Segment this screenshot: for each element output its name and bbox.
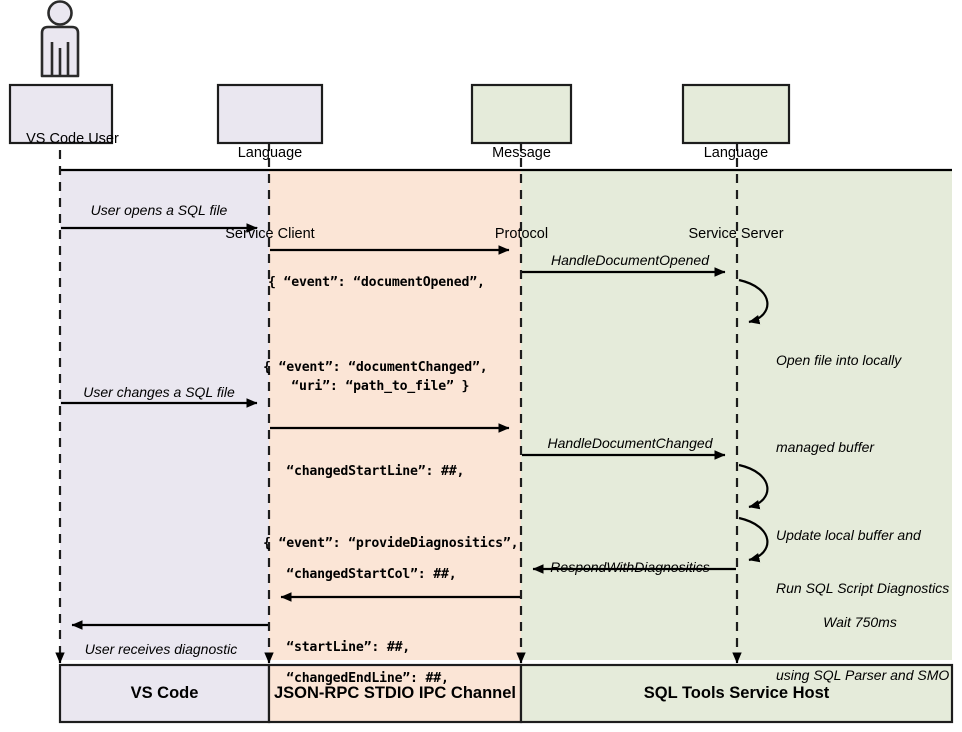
payload-document-opened-line-1: “uri”: “path_to_file” } bbox=[268, 378, 470, 394]
msg-label-user-changes-sql-file: User changes a SQL file bbox=[83, 384, 235, 400]
note-run-sql-diagnostics: Run SQL Script Diagnostics using SQL Par… bbox=[776, 516, 949, 732]
selfloop-run-sql-diagnostics bbox=[738, 516, 769, 563]
actor-label-client-line2: Service Client bbox=[225, 226, 315, 242]
note-open-file-buffer: Open file into locally managed buffer bbox=[776, 288, 901, 520]
footer-label-jsonrpc: JSON-RPC STDIO IPC Channel bbox=[273, 684, 517, 702]
actor-figure-head-icon bbox=[47, 0, 73, 26]
actor-box-language-service-server[interactable] bbox=[681, 83, 791, 145]
note-open-file-buffer-line1: Open file into locally bbox=[776, 352, 902, 368]
actor-box-language-service-client[interactable] bbox=[216, 83, 324, 145]
payload-document-changed-line-1: “changedStartLine”: ##, bbox=[263, 463, 465, 479]
payload-document-changed-line-2: “changedStartCol”: ##, bbox=[263, 567, 457, 582]
note-open-file-buffer-line2: managed buffer bbox=[776, 439, 875, 455]
msg-label-respond-with-diagnositics: RespondWithDiagnositics bbox=[550, 559, 710, 575]
payload-provide-diagnositics-line-0: { “event”: “provideDiagnositics”, bbox=[263, 536, 519, 551]
actor-label-message-protocol: Message Protocol bbox=[472, 86, 571, 302]
payload-document-changed-line-0: { “event”: “documentChanged”, bbox=[263, 360, 488, 375]
actor-label-language-service-server: Language Service Server bbox=[683, 86, 789, 302]
lane-background-protocol bbox=[269, 171, 521, 660]
selfloop-open-file-buffer bbox=[738, 278, 769, 325]
payload-document-opened-line-0: { “event”: “documentOpened”, bbox=[268, 275, 485, 290]
actor-label-server-line2: Service Server bbox=[688, 226, 784, 242]
msg-label-user-receives-line1: User receives diagnostic bbox=[84, 641, 238, 657]
payload-document-changed: { “event”: “documentChanged”, “changedSt… bbox=[263, 282, 518, 732]
note-update-buffer-wait-line2: Wait 750ms bbox=[823, 614, 897, 630]
actor-label-protocol-line2: Protocol bbox=[494, 226, 549, 242]
payload-document-changed-line-3: “changedEndLine”: ##, bbox=[263, 670, 449, 686]
payload-provide-diagnositics-line-1: “startLine”: ##, bbox=[263, 639, 411, 655]
note-run-sql-diagnostics-line1: Run SQL Script Diagnostics bbox=[776, 580, 950, 596]
payload-provide-diagnositics: { “event”: “provideDiagnositics”, “start… bbox=[263, 458, 519, 732]
actor-figure-legs-icon bbox=[50, 42, 70, 76]
footer-label-sql-tools: SQL Tools Service Host bbox=[643, 684, 830, 702]
note-run-sql-diagnostics-line2: using SQL Parser and SMO bbox=[776, 667, 950, 683]
payload-document-opened: { “event”: “documentOpened”, “uri”: “pat… bbox=[268, 197, 485, 473]
actor-label-language-service-client: Language Service Client bbox=[218, 86, 322, 302]
actor-label-vscode-user: VS Code User bbox=[10, 99, 119, 180]
actor-box-vscode-user[interactable] bbox=[8, 83, 114, 145]
lane-background-vscode bbox=[60, 171, 269, 660]
msg-label-user-receives-line2: warnings and errors bbox=[61, 724, 261, 732]
actor-label-vscode-user-line1: VS Code User bbox=[26, 131, 119, 147]
note-update-buffer-wait: Update local buffer and Wait 750ms bbox=[776, 463, 944, 695]
footer-cell-jsonrpc[interactable] bbox=[267, 663, 523, 724]
actor-label-server-line1: Language bbox=[703, 145, 769, 161]
msg-label-user-opens-sql-file: User opens a SQL file bbox=[90, 202, 228, 218]
footer-label-vs-code: VS Code bbox=[130, 684, 199, 702]
msg-label-user-receives-diagnostics: User receives diagnostic warnings and er… bbox=[61, 574, 261, 732]
actor-label-client-line1: Language bbox=[237, 145, 303, 161]
footer-cell-sql-tools[interactable] bbox=[519, 663, 954, 724]
actor-label-protocol-line1: Message bbox=[492, 145, 551, 161]
msg-label-handle-document-changed: HandleDocumentChanged bbox=[547, 435, 713, 451]
selfloop-update-buffer-wait bbox=[738, 463, 769, 510]
msg-label-handle-document-opened: HandleDocumentOpened bbox=[551, 252, 709, 268]
note-update-buffer-wait-line1: Update local buffer and bbox=[776, 527, 921, 543]
actor-box-message-protocol[interactable] bbox=[470, 83, 573, 145]
